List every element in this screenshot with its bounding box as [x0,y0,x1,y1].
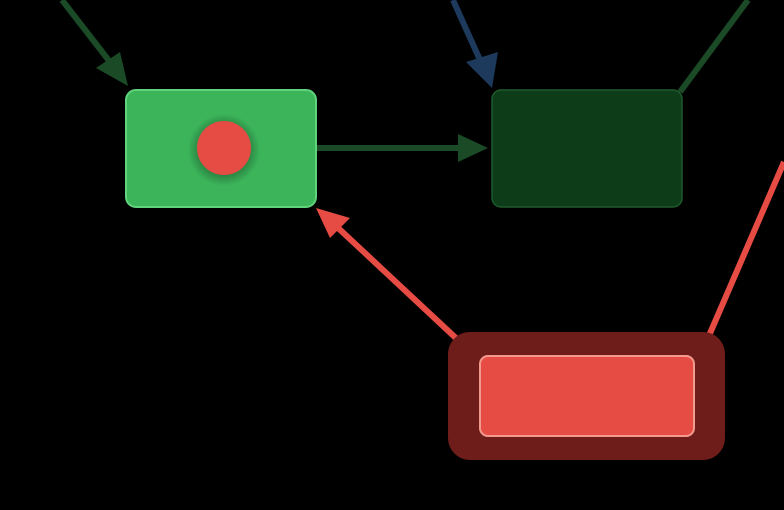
arrowhead-active-to-dark [458,134,488,162]
highlight-node[interactable] [448,332,725,460]
arrowhead-incoming-dark [466,52,498,88]
active-node[interactable] [125,89,317,208]
dark-node[interactable] [491,89,683,208]
edge-incoming-active [59,0,113,64]
token-icon [197,121,251,175]
dark-node-box [491,89,683,208]
edge-highlight-outgoing [705,160,784,340]
highlight-node-box [479,355,695,437]
arrowhead-incoming-active [96,52,128,86]
edges-layer [59,0,784,343]
edge-incoming-dark [450,0,483,62]
arrowhead-highlight-to-active [316,208,350,238]
edge-highlight-to-active [333,223,461,343]
edge-dark-outgoing [677,0,751,94]
